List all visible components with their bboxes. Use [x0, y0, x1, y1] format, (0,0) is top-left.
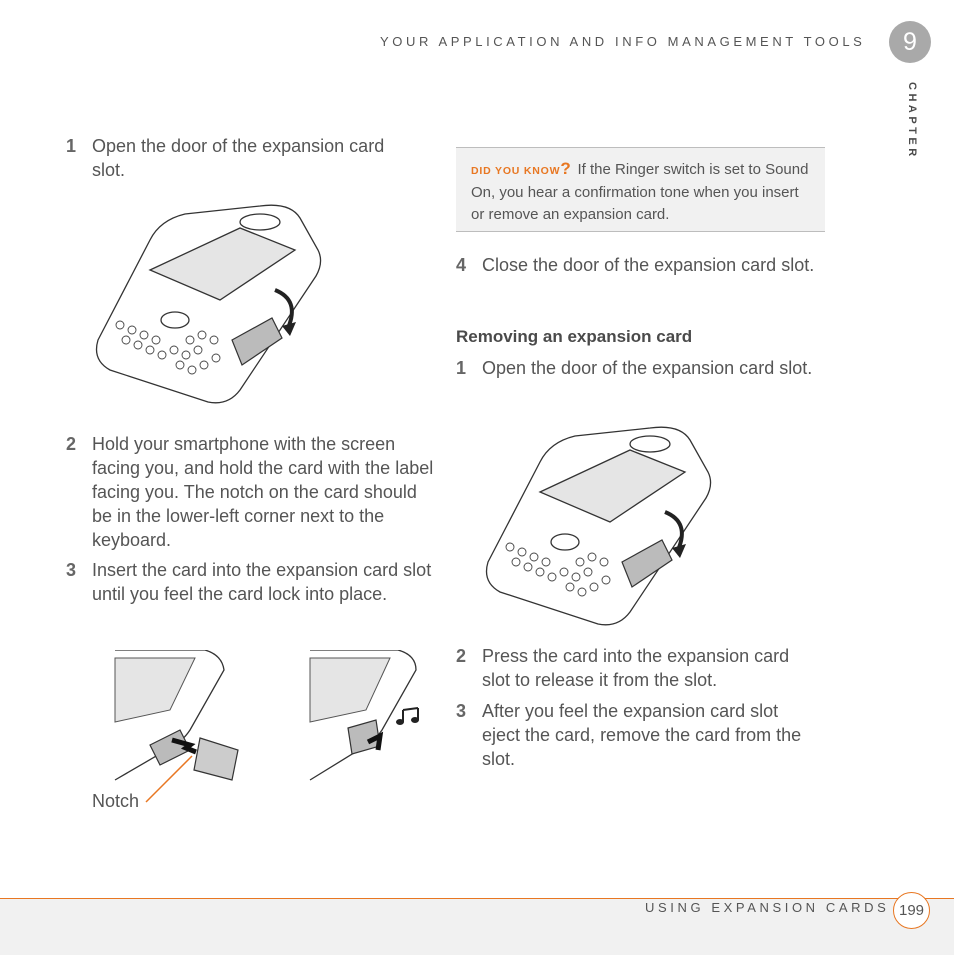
chapter-number-badge: 9	[889, 21, 931, 63]
remove-step-2-press-card: 2 Press the card into the expansion card…	[456, 644, 816, 692]
notch-leader-line	[145, 755, 193, 803]
tip-label: DID YOU KNOW?	[471, 159, 572, 178]
step-text: After you feel the expansion card slot e…	[482, 701, 802, 769]
phone-open-door-illustration	[95, 204, 322, 404]
step-text: Press the card into the expansion card s…	[482, 646, 790, 690]
page-number: 199	[893, 892, 930, 929]
step-number: 1	[66, 136, 77, 156]
step-4-close-door: 4 Close the door of the expansion card s…	[456, 253, 816, 277]
step-number: 2	[456, 646, 467, 666]
running-header: YOUR APPLICATION AND INFO MANAGEMENT TOO…	[380, 34, 866, 49]
section-heading: Removing an expansion card	[456, 327, 693, 346]
running-footer: USING EXPANSION CARDS	[645, 900, 890, 915]
step-number: 3	[456, 701, 467, 721]
remove-step-3-remove-card: 3 After you feel the expansion card slot…	[456, 699, 816, 771]
step-number: 4	[456, 255, 467, 275]
step-number: 1	[456, 358, 467, 378]
step-text: Hold your smartphone with the screen fac…	[92, 434, 434, 550]
step-3-insert-card: 3 Insert the card into the expansion car…	[66, 558, 436, 606]
step-text: Open the door of the expansion card slot…	[482, 358, 813, 378]
step-text: Open the door of the expansion card slot…	[92, 136, 385, 180]
step-text: Insert the card into the expansion card …	[92, 560, 432, 604]
phone-open-door-illustration-2	[485, 426, 712, 626]
tip-body: If the Ringer switch is set to Sound On,…	[471, 161, 809, 223]
footer-band	[0, 898, 954, 955]
chapter-label: CHAPTER	[906, 82, 918, 160]
step-2-hold-phone: 2 Hold your smartphone with the screen f…	[66, 432, 436, 552]
notch-label: Notch	[92, 791, 140, 811]
remove-step-1-open-door: 1 Open the door of the expansion card sl…	[456, 356, 816, 380]
insert-card-illustration	[114, 650, 239, 781]
step-number: 3	[66, 560, 77, 580]
card-locked-illustration	[309, 650, 419, 781]
step-text: Close the door of the expansion card slo…	[482, 255, 815, 275]
did-you-know-tip: DID YOU KNOW?If the Ringer switch is set…	[456, 147, 825, 232]
step-1-open-door: 1 Open the door of the expansion card sl…	[66, 134, 416, 182]
step-number: 2	[66, 434, 77, 454]
